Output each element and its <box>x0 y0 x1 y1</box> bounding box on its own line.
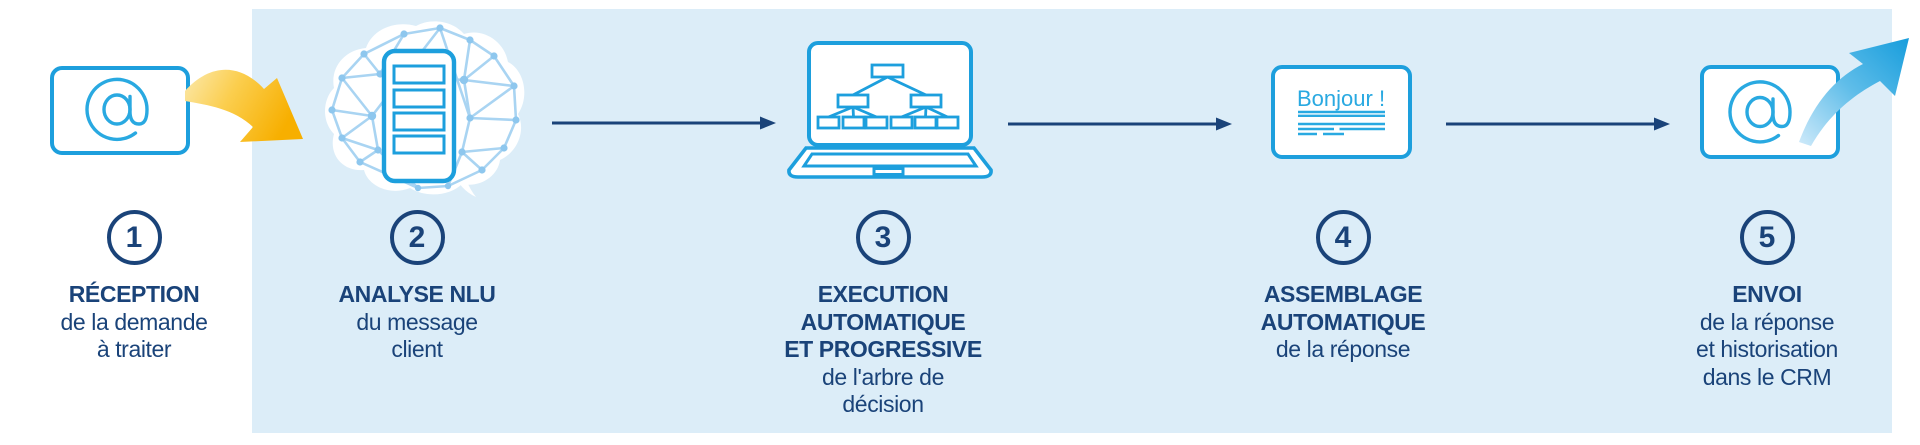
step-title: EXECUTION AUTOMATIQUE ET PROGRESSIVE <box>784 281 982 362</box>
email-at-icon <box>50 66 190 155</box>
laptop-base <box>787 146 993 179</box>
step-1: 1 RÉCEPTION de la demande à traiter <box>4 210 264 364</box>
at-glyph <box>85 77 149 142</box>
step-number: 4 <box>1334 220 1352 254</box>
step-number: 5 <box>1758 220 1776 254</box>
network-nodes <box>328 24 520 192</box>
flow-arrow-4-5 <box>1446 117 1670 131</box>
step-title: ASSEMBLAGE AUTOMATIQUE <box>1260 281 1426 335</box>
step-number-badge: 5 <box>1739 210 1795 265</box>
step-subtitle: de l'arbre de décision <box>822 363 944 418</box>
decision-tree <box>816 63 960 130</box>
send-swoosh-arrow-icon <box>1799 38 1909 146</box>
response-card-icon: Bonjour ! <box>1271 65 1412 159</box>
step-2: 2 ANALYSE NLU du message client <box>287 210 547 364</box>
step-subtitle: de la demande à traiter <box>60 308 208 363</box>
step-number-badge: 2 <box>389 210 445 265</box>
card-text-lines <box>1298 110 1385 136</box>
laptop-decision-tree-icon <box>787 41 993 179</box>
step-4: 4 ASSEMBLAGE AUTOMATIQUE de la réponse <box>1213 210 1473 364</box>
step-3: 3 EXECUTION AUTOMATIQUE ET PROGRESSIVE d… <box>753 210 1013 419</box>
step-title: RÉCEPTION <box>68 281 200 307</box>
step-number-badge: 4 <box>1315 210 1371 265</box>
step-number-badge: 3 <box>855 210 911 265</box>
step-subtitle: du message client <box>356 308 478 363</box>
step-number: 1 <box>125 220 143 254</box>
at-glyph <box>1728 80 1792 144</box>
flow-arrow-2-3 <box>552 116 776 130</box>
step-subtitle: de la réponse <box>1275 336 1411 362</box>
step-number-badge: 1 <box>106 210 162 265</box>
step-number: 3 <box>874 220 892 254</box>
nlu-list <box>381 48 457 184</box>
step-number: 2 <box>408 220 426 254</box>
yellow-curved-arrow-icon <box>185 69 303 142</box>
card-greeting-text: Bonjour ! <box>1297 86 1385 111</box>
step-title: ANALYSE NLU <box>338 281 496 307</box>
step-title: ENVOI <box>1732 281 1802 307</box>
step-5: 5 ENVOI de la réponse et historisation d… <box>1637 210 1897 391</box>
nlu-brain-icon <box>325 21 525 197</box>
background-panel <box>252 9 1892 433</box>
step-subtitle: de la réponse et historisation dans le C… <box>1696 308 1838 390</box>
flow-arrow-3-4 <box>1008 117 1232 131</box>
